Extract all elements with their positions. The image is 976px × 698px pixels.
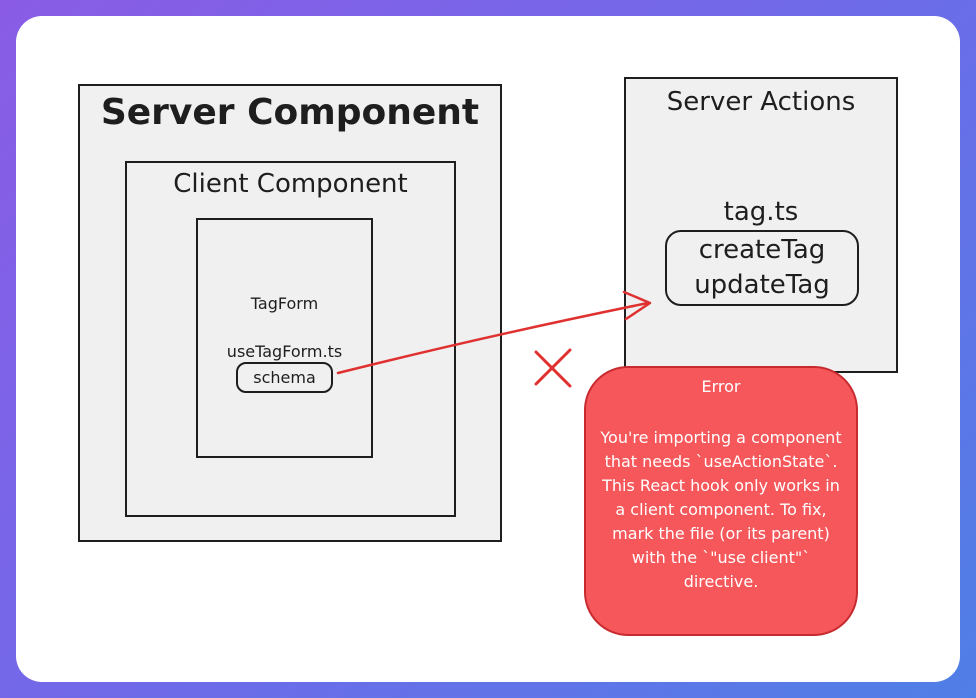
server-actions-title: Server Actions bbox=[666, 87, 856, 117]
schema-label: schema bbox=[253, 368, 316, 387]
connector-overlay bbox=[336, 290, 652, 388]
hook-file-label: useTagForm.ts bbox=[226, 342, 343, 361]
error-callout: Error You're importing a component that … bbox=[584, 366, 858, 636]
function-update-tag: updateTag bbox=[694, 270, 830, 300]
error-title: Error bbox=[701, 377, 741, 396]
function-create-tag: createTag bbox=[698, 235, 826, 265]
server-actions-box: Server Actions tag.ts bbox=[624, 77, 898, 373]
tagform-title: TagForm bbox=[250, 294, 319, 313]
blocked-cross-icon bbox=[534, 348, 572, 388]
import-arrow-head bbox=[622, 290, 652, 321]
error-message: You're importing a component that needs … bbox=[600, 428, 842, 591]
diagram-canvas: Server Component Client Component TagFor… bbox=[16, 16, 960, 682]
tagform-box: TagForm useTagForm.ts bbox=[196, 218, 373, 458]
client-component-title: Client Component bbox=[173, 169, 408, 199]
server-component-title: Server Component bbox=[100, 92, 480, 133]
schema-pill: schema bbox=[236, 362, 333, 393]
import-arrow-line bbox=[336, 301, 650, 375]
actions-file-label: tag.ts bbox=[723, 197, 799, 227]
actions-functions-pill: createTag updateTag bbox=[665, 230, 859, 306]
